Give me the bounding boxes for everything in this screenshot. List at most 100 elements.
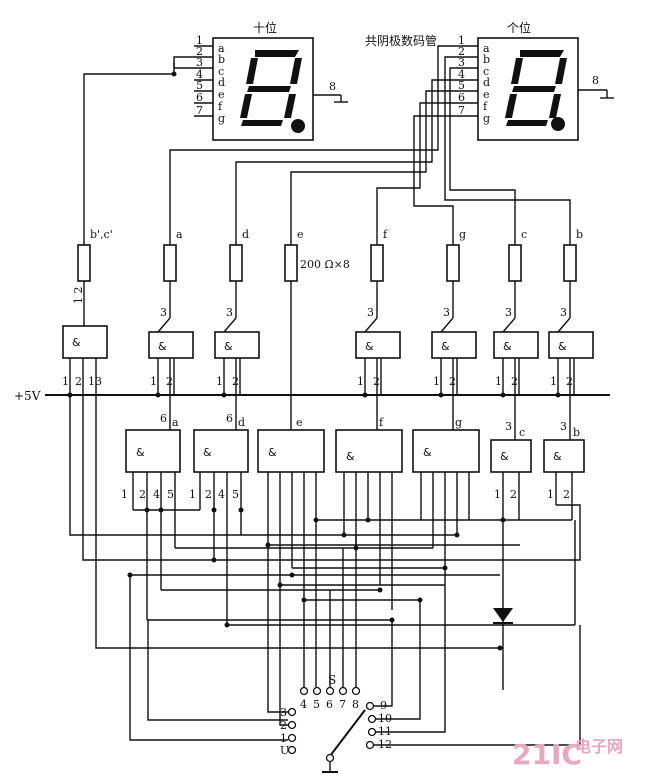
switch-terminals-left [287,707,297,755]
ones-pin-3: 3 [458,56,465,69]
upper-gate-row: & & & & & & & 3 3 3 3 3 3 1 2 13 1 2 1 2… [62,306,594,395]
display-wiring [169,45,571,245]
upper-gate-a-in1: 1 [150,375,157,388]
switch-pin-1: 1 [280,732,287,745]
upper-gate-c-symbol: & [503,340,512,353]
ones-seg-c: c [483,65,489,78]
upper-gate-d-in1: 1 [216,375,223,388]
tens-pin-6: 6 [196,91,203,104]
upper-gate-f [355,331,401,359]
power-rail: +5V [14,389,610,403]
ones-seg-g: g [483,112,490,125]
upper-gate-bc-in2: 2 [75,375,82,388]
upper-gate-c-out-pin: 3 [505,306,512,319]
tens-gnd-pin: 8 [329,80,336,93]
lower-gate-b-in1: 1 [547,488,554,501]
upper-gate-d [214,331,260,359]
upper-gate-d-out-pin: 3 [226,306,233,319]
lower-gate-c-symbol: & [500,450,509,463]
upper-gate-a [148,331,194,359]
selector-switch[interactable]: 4 5 6 7 8 3 2 1 U [267,520,581,773]
tens-decimal-point [291,119,305,133]
switch-pin-6: 6 [326,698,333,711]
lower-gate-b-out-pin: 3 [560,420,567,433]
ones-seg-b: b [483,53,490,66]
ones-display: 个位 共阴极数码管 8 1 2 3 4 [365,20,614,141]
resistor-c [508,244,522,282]
watermark-text: 电子网 [575,737,623,756]
lower-gate-a-in1: 1 [121,488,128,501]
lower-gate-d-out-pin: 6 [226,412,233,425]
tens-seg-g: g [218,112,225,125]
lower-gate-b [543,439,585,473]
ones-pin-7: 7 [458,104,465,117]
switch-wiper[interactable] [329,709,366,757]
ones-decimal-point [551,117,565,131]
resistor-g [446,244,460,282]
tens-seg-f: f [218,100,223,113]
tens-seg-d: d [218,76,225,89]
upper-gate-f-out-pin: 3 [367,306,374,319]
lower-gate-c-label: c [519,426,525,439]
switch-pin-3: 3 [280,706,287,719]
upper-gate-b-in1: 1 [550,375,557,388]
switch-pin-5: 5 [313,698,320,711]
ones-seg-d: d [483,76,490,89]
upper-gate-a-symbol: & [158,340,167,353]
lower-gate-d-symbol: & [203,446,212,459]
ones-pin-1: 1 [458,34,465,47]
lower-gate-d-in2: 2 [205,488,212,501]
upper-gate-g-in1: 1 [433,375,440,388]
lower-gate-e-symbol: & [268,446,277,459]
tens-seg-e: e [218,88,225,101]
lower-gate-g-label: g [455,416,462,429]
tens-seg-a: a [218,42,225,55]
switch-label: S [328,673,336,687]
resistor-label-e: e [297,228,304,241]
resistor-label-d: d [242,228,249,241]
tens-pin-4: 4 [196,68,203,81]
lower-gate-a-in5: 5 [167,488,174,501]
lower-gate-a-label: a [172,416,179,429]
ones-label: 个位 [507,20,531,35]
bus-junctions [127,507,506,651]
resistor-a [163,244,177,282]
upper-gate-g-out-pin: 3 [443,306,450,319]
ones-pin-5: 5 [458,79,465,92]
upper-gate-d-symbol: & [224,340,233,353]
lower-gate-a-in4: 4 [153,488,160,501]
tens-seven-segment [240,50,302,126]
upper-gate-bc-in1: 1 [62,375,69,388]
lower-gate-d [193,429,249,473]
tens-display: 十位 8 1 2 3 4 [83,20,348,245]
upper-gate-c-in1: 1 [495,375,502,388]
lower-gate-a-out-pin: 6 [160,412,167,425]
resistor-value-label: 200 Ω×8 [300,258,350,271]
tens-pin-1: 1 [196,34,203,47]
upper-gate-g [431,331,477,359]
tens-label: 十位 [253,20,277,35]
lower-gate-d-in4: 4 [218,488,225,501]
upper-gate-g-symbol: & [441,340,450,353]
upper-gate-bc-symbol: & [72,336,81,349]
resistor-label-c: c [521,228,527,241]
lower-gate-d-label: d [238,416,245,429]
ones-seven-segment [505,50,567,126]
resistor-label-a: a [176,228,183,241]
lower-gate-c [490,439,532,473]
lower-gate-g [412,429,480,473]
common-cathode-label: 共阴极数码管 [365,33,437,48]
lower-gate-b-label: b [573,426,580,439]
switch-pin-u-left: U [280,744,289,757]
ones-pin-6: 6 [458,91,465,104]
power-label: +5V [14,389,41,403]
resistor-label-f: f [383,228,388,241]
ones-gnd-pin: 8 [592,74,599,87]
resistor-array: b',c' a d e f g c b 200 Ω×8 1 2 [72,228,583,430]
lower-gate-f [335,429,403,473]
ones-pin-2: 2 [458,45,465,58]
resistor-label-b: b [576,228,583,241]
resistor-label-g: g [459,228,466,241]
ones-pin-4: 4 [458,68,465,81]
tens-pin-5: 5 [196,79,203,92]
